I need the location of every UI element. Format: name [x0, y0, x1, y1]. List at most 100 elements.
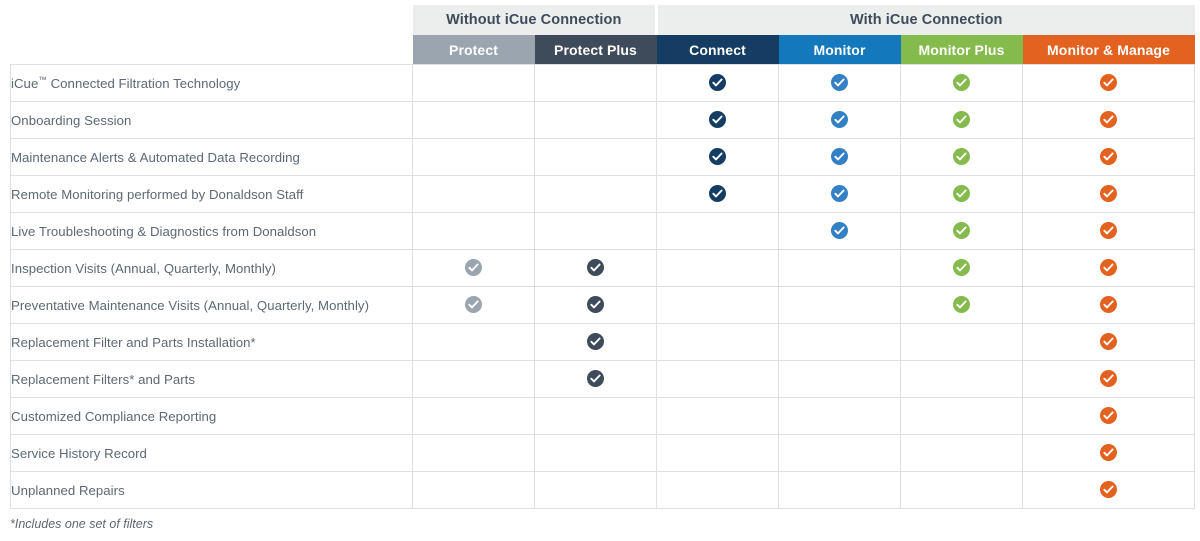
column-header-monitor-plus[interactable]: Monitor Plus [900, 35, 1023, 65]
feature-label: Onboarding Session [10, 101, 413, 139]
table-row: Preventative Maintenance Visits (Annual,… [10, 286, 1195, 324]
cell-plus [534, 138, 657, 176]
check-circle-icon [1100, 148, 1117, 166]
cell-plus [534, 212, 657, 250]
feature-label: Live Troubleshooting & Diagnostics from … [10, 212, 413, 250]
cell-plus [534, 175, 657, 213]
cell-plus [534, 286, 657, 324]
check-circle-icon [953, 148, 970, 166]
cell-mplus [900, 434, 1023, 472]
cell-protect [412, 471, 535, 509]
check-circle-icon [709, 185, 726, 203]
cell-plus [534, 323, 657, 361]
title-spacer-cell [10, 5, 413, 35]
check-circle-icon [1100, 74, 1117, 92]
cell-connect [656, 323, 779, 361]
cell-mplus [900, 175, 1023, 213]
cell-mplus [900, 138, 1023, 176]
feature-label: Service History Record [10, 434, 413, 472]
cell-mplus [900, 212, 1023, 250]
column-header-monitor[interactable]: Monitor [778, 35, 901, 65]
cell-connect [656, 212, 779, 250]
cell-mmanage [1022, 64, 1195, 102]
column-header-monitor-manage[interactable]: Monitor & Manage [1022, 35, 1195, 65]
cell-connect [656, 434, 779, 472]
cell-monitor [778, 471, 901, 509]
cell-plus [534, 397, 657, 435]
check-circle-icon [953, 296, 970, 314]
check-circle-icon [953, 222, 970, 240]
cell-protect [412, 360, 535, 398]
feature-column-header [10, 35, 413, 65]
feature-label: Inspection Visits (Annual, Quarterly, Mo… [10, 249, 413, 287]
check-circle-icon [1100, 370, 1117, 388]
feature-label: Customized Compliance Reporting [10, 397, 413, 435]
group-header-with-icue: With iCue Connection [655, 5, 1195, 35]
feature-label: Unplanned Repairs [10, 471, 413, 509]
cell-protect [412, 249, 535, 287]
table-row: Maintenance Alerts & Automated Data Reco… [10, 138, 1195, 176]
cell-mplus [900, 286, 1023, 324]
cell-mmanage [1022, 101, 1195, 139]
table-row: Replacement Filter and Parts Installatio… [10, 323, 1195, 361]
cell-mplus [900, 249, 1023, 287]
cell-connect [656, 64, 779, 102]
feature-label: iCue™ Connected Filtration Technology [10, 64, 413, 102]
cell-plus [534, 101, 657, 139]
cell-protect [412, 434, 535, 472]
cell-protect [412, 175, 535, 213]
check-circle-icon [1100, 185, 1117, 203]
check-circle-icon [1100, 259, 1117, 277]
column-header-protect[interactable]: Protect [412, 35, 535, 65]
group-header-row: Without iCue Connection With iCue Connec… [10, 5, 1195, 35]
cell-protect [412, 101, 535, 139]
feature-label: Remote Monitoring performed by Donaldson… [10, 175, 413, 213]
check-circle-icon [1100, 296, 1117, 314]
cell-connect [656, 471, 779, 509]
cell-connect [656, 249, 779, 287]
column-header-connect[interactable]: Connect [656, 35, 779, 65]
check-circle-icon [587, 259, 604, 277]
cell-plus [534, 360, 657, 398]
cell-monitor [778, 434, 901, 472]
matrix-head: Without iCue Connection With iCue Connec… [10, 5, 1195, 65]
cell-connect [656, 175, 779, 213]
check-circle-icon [709, 148, 726, 166]
table-row: Inspection Visits (Annual, Quarterly, Mo… [10, 249, 1195, 287]
cell-mplus [900, 397, 1023, 435]
check-circle-icon [587, 296, 604, 314]
cell-monitor [778, 101, 901, 139]
cell-protect [412, 286, 535, 324]
cell-monitor [778, 64, 901, 102]
check-circle-icon [1100, 444, 1117, 462]
cell-monitor [778, 323, 901, 361]
group-header-without-icue: Without iCue Connection [412, 5, 657, 35]
column-header-protect-plus[interactable]: Protect Plus [534, 35, 657, 65]
cell-connect [656, 138, 779, 176]
service-plans-matrix: Without iCue Connection With iCue Connec… [10, 5, 1195, 509]
table-row: Live Troubleshooting & Diagnostics from … [10, 212, 1195, 250]
cell-plus [534, 471, 657, 509]
cell-protect [412, 64, 535, 102]
cell-mmanage [1022, 212, 1195, 250]
check-circle-icon [465, 259, 482, 277]
cell-protect [412, 323, 535, 361]
cell-mplus [900, 64, 1023, 102]
footnote: *Includes one set of filters [10, 517, 154, 531]
check-circle-icon [1100, 222, 1117, 240]
cell-monitor [778, 286, 901, 324]
cell-protect [412, 138, 535, 176]
table-row: iCue™ Connected Filtration Technology [10, 64, 1195, 102]
table-row: Remote Monitoring performed by Donaldson… [10, 175, 1195, 213]
plan-header-row: Protect Protect Plus Connect Monitor Mon… [10, 35, 1195, 65]
cell-mplus [900, 360, 1023, 398]
cell-mmanage [1022, 249, 1195, 287]
check-circle-icon [831, 148, 848, 166]
check-circle-icon [953, 259, 970, 277]
cell-mplus [900, 323, 1023, 361]
cell-connect [656, 397, 779, 435]
check-circle-icon [831, 185, 848, 203]
check-circle-icon [953, 185, 970, 203]
